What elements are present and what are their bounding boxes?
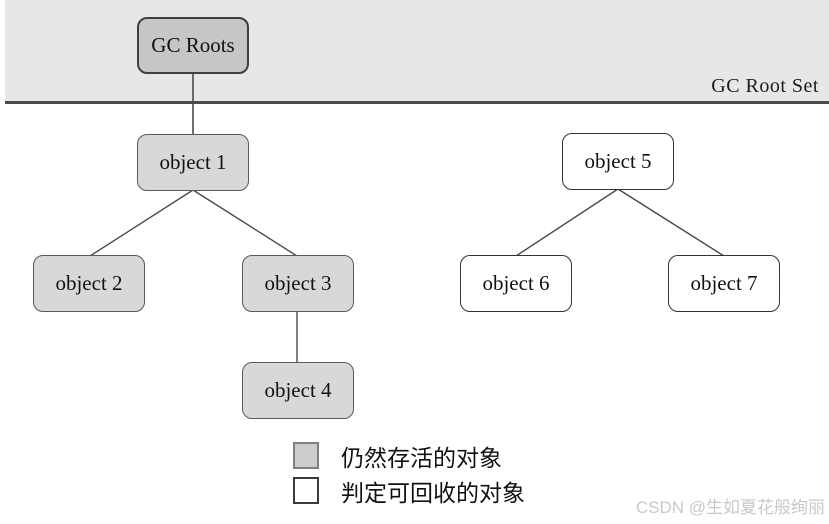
edge-object5-object6: [515, 188, 619, 257]
legend-reclaimable-label: 判定可回收的对象: [341, 480, 525, 506]
node-object2-label: object 2: [55, 271, 123, 295]
edge-object1-object2: [89, 189, 194, 257]
node-object6: object 6: [460, 255, 572, 312]
node-object5-label: object 5: [584, 149, 652, 173]
edge-object1-object3: [192, 189, 298, 257]
node-object2: object 2: [33, 255, 145, 312]
csdn-watermark: CSDN @生如夏花般绚丽: [635, 498, 825, 517]
node-gc-roots: GC Roots: [137, 17, 249, 74]
gc-root-set-label: GC Root Set: [711, 75, 819, 97]
node-object1-label: object 1: [159, 150, 227, 174]
node-object4-label: object 4: [264, 378, 332, 402]
legend: 仍然存活的对象 判定可回收的对象: [293, 441, 525, 511]
edge-object5-object7: [617, 188, 725, 257]
node-object6-label: object 6: [482, 271, 550, 295]
legend-item-reclaimable: 判定可回收的对象: [293, 476, 525, 506]
alive-swatch-icon: [293, 442, 319, 469]
node-object3: object 3: [242, 255, 354, 312]
node-object7: object 7: [668, 255, 780, 312]
node-object3-label: object 3: [264, 271, 332, 295]
node-object1: object 1: [137, 134, 249, 191]
legend-alive-label: 仍然存活的对象: [341, 445, 502, 471]
node-gc-roots-label: GC Roots: [151, 33, 235, 57]
legend-item-alive: 仍然存活的对象: [293, 441, 525, 471]
node-object7-label: object 7: [690, 271, 758, 295]
reclaimable-swatch-icon: [293, 477, 319, 504]
node-object4: object 4: [242, 362, 354, 419]
node-object5: object 5: [562, 133, 674, 190]
